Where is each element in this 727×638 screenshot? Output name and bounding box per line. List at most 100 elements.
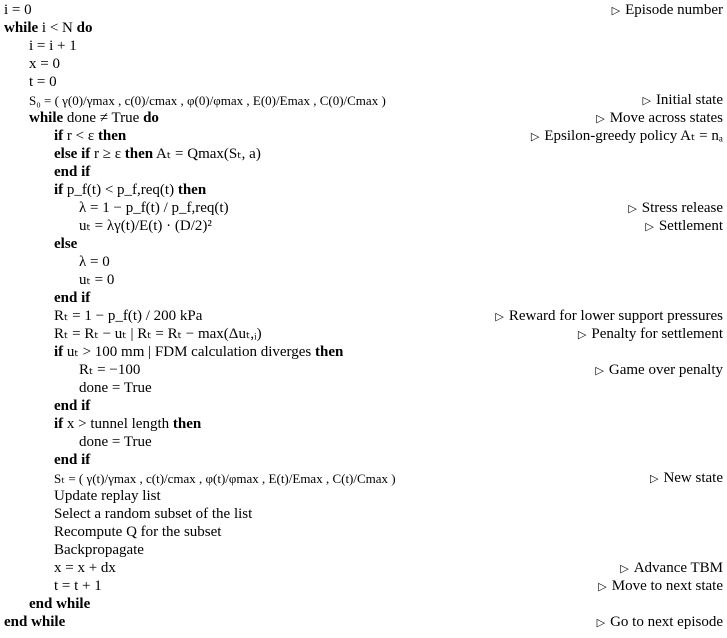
algorithm-line: while i < N do [4,20,92,37]
algorithm-line: else [54,236,77,253]
comment: ▷ Settlement [645,218,723,235]
comment-triangle-icon: ▷ [595,365,604,377]
comment-text: Move across states [609,110,723,126]
comment-text: Episode number [625,2,723,18]
keyword: then [172,416,202,432]
keyword: else [54,236,78,252]
statement: Rₜ = 1 − p_f(t) / 200 kPa [54,308,203,324]
comment-triangle-icon: ▷ [620,563,629,575]
keyword: end if [54,452,91,468]
comment-text: Stress release [641,200,723,216]
algorithm-line: else if r ≥ ε then Aₜ = Qmax(Sₜ, a) [54,146,261,163]
keyword: if [54,128,64,144]
keyword: do [76,20,93,36]
statement: uₜ = λγ(t)/E(t) · (D/2)² [79,218,212,234]
comment: ▷ New state [650,470,723,487]
algorithm-line: Rₜ = 1 − p_f(t) / 200 kPa [54,308,202,325]
keyword: end while [29,596,91,612]
keyword: end if [54,290,91,306]
algorithm-line: Rₜ = −100 [79,362,140,379]
comment: ▷Penalty for settlement [578,326,723,343]
statement: Sₜ = ( γ(t)/γmax , c(t)/cmax , φ(t)/φmax… [54,471,396,486]
statement: i = 0 [4,2,32,18]
statement: done = True [79,434,152,450]
algorithm-line: uₜ = λγ(t)/E(t) · (D/2)² [79,218,212,235]
statement: Update replay list [54,488,161,504]
keyword: then [315,344,344,360]
statement: p_f(t) < p_f,req(t) [63,182,178,198]
algorithm-line: Select a random subset of the list [54,506,252,523]
comment-text: Advance TBM [633,560,723,576]
keyword: then [177,182,207,198]
comment-triangle-icon: ▷ [645,221,654,233]
comment-triangle-icon: ▷ [596,113,605,125]
keyword: then [124,146,154,162]
algorithm-line: x = x + dx [54,560,116,577]
keyword: if [54,182,64,198]
comment-triangle-icon: ▷ [530,131,540,143]
statement: λ = 1 − p_f(t) / p_f,req(t) [79,200,229,216]
statement: t = t + 1 [54,578,102,594]
algorithm-line: end while [4,614,65,631]
comment: ▷ Advance TBM [620,560,723,577]
keyword: while [29,110,64,126]
algorithm-line: end if [54,164,90,181]
algorithm-line: end if [54,452,90,469]
comment-triangle-icon: ▷ [611,5,621,17]
algorithm-line: x = 0 [29,56,60,73]
keyword: do [143,110,159,126]
statement: λ = 0 [79,254,110,270]
statement: Select a random subset of the list [54,506,253,522]
algorithm-line: end if [54,398,90,415]
statement: Rₜ = −100 [79,362,141,378]
algorithm-line: Update replay list [54,488,161,505]
statement: done ≠ True [63,110,144,126]
algorithm-line: if uₜ > 100 mm | FDM calculation diverge… [54,344,343,361]
statement: S₀ = ( γ(0)/γmax , c(0)/cmax , φ(0)/φmax… [29,93,386,108]
algorithm-line: Backpropagate [54,542,144,559]
comment-triangle-icon: ▷ [628,203,637,215]
algorithm-line: while done ≠ True do [29,110,159,127]
comment-text: Go to next episode [610,614,723,630]
keyword: while [4,20,39,36]
algorithm-line: if x > tunnel length then [54,416,201,433]
statement: i = i + 1 [29,38,77,54]
comment-text: New state [663,470,723,486]
comment: ▷ Go to next episode [597,614,723,631]
comment-triangle-icon: ▷ [649,473,659,485]
comment: ▷ Stress release [628,200,723,217]
comment-triangle-icon: ▷ [642,95,651,107]
comment-triangle-icon: ▷ [596,617,606,629]
algorithm-line: λ = 1 − p_f(t) / p_f,req(t) [79,200,229,217]
keyword: if [54,416,64,432]
comment-text: Penalty for settlement [591,326,723,342]
statement: done = True [79,380,152,396]
keyword: if [54,344,64,360]
algorithm-line: Rₜ = Rₜ − uₜ | Rₜ = Rₜ − max(Δuₜ,ᵢ) [54,326,262,343]
comment-text: Game over penalty [608,362,723,378]
comment-text: Settlement [658,218,723,234]
statement: Rₜ = Rₜ − uₜ | Rₜ = Rₜ − max(Δuₜ,ᵢ) [54,326,262,342]
comment: ▷Initial state [642,92,723,109]
statement: x > tunnel length [63,416,173,432]
statement: Aₜ = Qmax(Sₜ, a) [153,146,261,162]
algorithm-line: t = 0 [29,74,57,91]
keyword: end if [54,164,91,180]
comment: ▷ Game over penalty [595,362,723,379]
algorithm-line: Sₜ = ( γ(t)/γmax , c(t)/cmax , φ(t)/φmax… [54,470,396,487]
algorithm-line: λ = 0 [79,254,110,271]
comment: ▷ Epsilon-greedy policy Aₜ = nₐ [531,128,723,145]
statement: i < N [38,20,77,36]
statement: x = x + dx [54,560,116,576]
comment-triangle-icon: ▷ [598,581,607,593]
algorithm-line: uₜ = 0 [79,272,114,289]
algorithm-line: end while [29,596,90,613]
algorithm-line: end if [54,290,90,307]
comment-text: Move to next state [611,578,723,594]
algorithm-line: if p_f(t) < p_f,req(t) then [54,182,206,199]
algorithm-line: S₀ = ( γ(0)/γmax , c(0)/cmax , φ(0)/φmax… [29,92,386,109]
comment-text: Epsilon-greedy policy Aₜ = nₐ [544,128,723,144]
statement: r < ε [63,128,98,144]
keyword: end if [54,398,91,414]
